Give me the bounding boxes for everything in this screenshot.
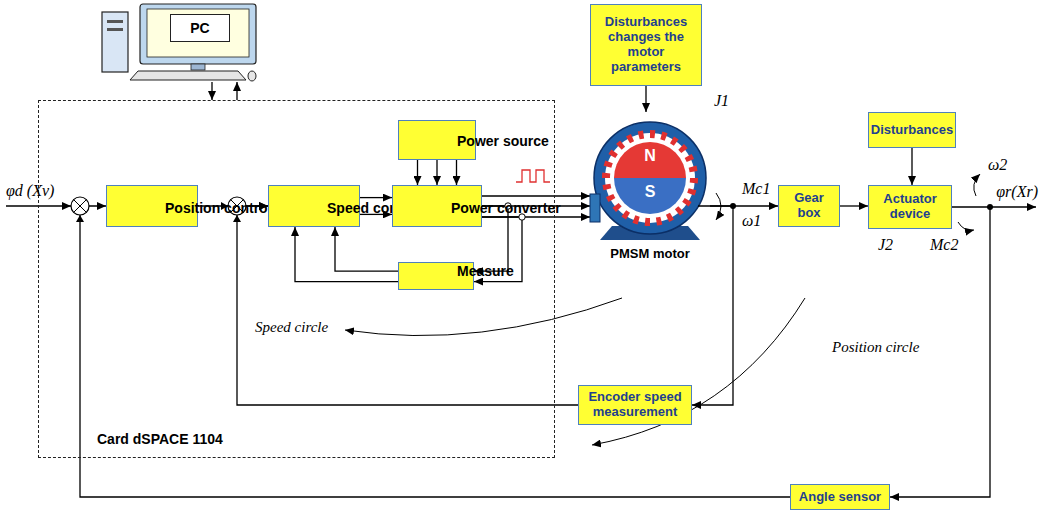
signal-connector bbox=[840, 205, 868, 206]
speed-loop-arc bbox=[345, 298, 622, 336]
node-text: Gear box bbox=[783, 191, 835, 221]
sensor-box: Angle sensor bbox=[790, 484, 890, 510]
pc-keyboard bbox=[130, 71, 246, 80]
output-signal: φr(Xr) bbox=[996, 183, 1038, 201]
inertia-label: J2 bbox=[878, 236, 893, 254]
pc-tower bbox=[102, 12, 128, 72]
signal-connector bbox=[211, 82, 212, 100]
motor-housing bbox=[594, 122, 706, 234]
converter-box: Power converter bbox=[392, 185, 482, 227]
speed-label: ω1 bbox=[742, 212, 761, 230]
signal-connector bbox=[482, 195, 590, 196]
pole-label: N bbox=[590, 146, 710, 166]
node-text: Disturbances bbox=[871, 123, 953, 138]
torque-label: Mc2 bbox=[930, 236, 958, 254]
speed-arc bbox=[974, 174, 980, 196]
speed-label: ω2 bbox=[988, 156, 1007, 174]
output-arrow bbox=[990, 206, 1036, 207]
node-text: Encoder speed measurement bbox=[583, 390, 687, 420]
torque-arc bbox=[716, 193, 721, 220]
gearbox-box: Gear box bbox=[778, 185, 840, 227]
pc-illustration bbox=[102, 4, 256, 81]
summing-junction bbox=[71, 197, 89, 222]
node-text: Actuator device bbox=[873, 192, 947, 222]
actuator-box: Actuator device bbox=[868, 185, 952, 229]
pwm-pulse-symbol bbox=[516, 170, 550, 182]
torque-label: Mc1 bbox=[742, 180, 770, 198]
node-text: PC bbox=[170, 14, 230, 42]
loop-label: Speed circle bbox=[255, 318, 328, 336]
node-text: Angle sensor bbox=[799, 490, 881, 505]
junction-dot bbox=[730, 203, 736, 209]
monitor-stand bbox=[191, 64, 205, 70]
pole-label: S bbox=[590, 182, 710, 202]
loop-label: Position circle bbox=[832, 338, 919, 356]
signal-connector bbox=[80, 206, 790, 497]
disturbance-box: Disturbances bbox=[868, 112, 956, 148]
power-source-box: Power source bbox=[398, 120, 476, 160]
controller-box: Position controller bbox=[106, 185, 198, 227]
dspace-card-region: Card dSPACE 1104Position controllerSpeed… bbox=[38, 100, 555, 458]
signal-connector bbox=[335, 227, 398, 271]
encoder-box: Encoder speed measurement bbox=[578, 385, 692, 425]
inertia-label: J1 bbox=[714, 92, 729, 110]
pc-monitor bbox=[140, 4, 256, 64]
node-text: Disturbances changes the motor parameter… bbox=[595, 15, 697, 75]
signal-connector bbox=[295, 227, 398, 282]
measure-box: Measure bbox=[398, 262, 474, 290]
pmsm-motor-illustration bbox=[590, 122, 710, 240]
motor-terminal bbox=[590, 194, 600, 222]
signal-connector bbox=[360, 197, 392, 198]
pc-screen bbox=[147, 9, 249, 57]
signal-connector bbox=[645, 86, 646, 112]
pmsm-motor: NS PMSM motor bbox=[590, 112, 710, 272]
torque-arc bbox=[958, 222, 974, 230]
drive-slot bbox=[107, 28, 123, 31]
pc-terminal: PC bbox=[100, 2, 260, 82]
node-text: Power source bbox=[457, 133, 549, 149]
signal-connector bbox=[236, 82, 237, 100]
motor-label: PMSM motor bbox=[590, 246, 710, 262]
signal-connector bbox=[436, 160, 437, 185]
motor-shaft bbox=[698, 205, 710, 207]
signal-connector bbox=[417, 160, 418, 185]
signal-connector bbox=[692, 206, 733, 405]
region-label: Card dSPACE 1104 bbox=[97, 431, 223, 447]
signal-connector bbox=[237, 206, 578, 405]
disturbance-box: Disturbances changes the motor parameter… bbox=[590, 4, 702, 86]
signal-connector bbox=[456, 160, 457, 185]
reference-signal: φd (Xv) bbox=[6, 182, 54, 200]
node-text: Power converter bbox=[451, 200, 561, 216]
pc-mouse bbox=[248, 71, 256, 81]
stator-ring bbox=[605, 133, 695, 223]
node-text: Measure bbox=[457, 263, 514, 279]
controller-box: Speed controller bbox=[268, 185, 360, 227]
signal-connector bbox=[911, 148, 912, 185]
drive-slot bbox=[107, 20, 123, 23]
